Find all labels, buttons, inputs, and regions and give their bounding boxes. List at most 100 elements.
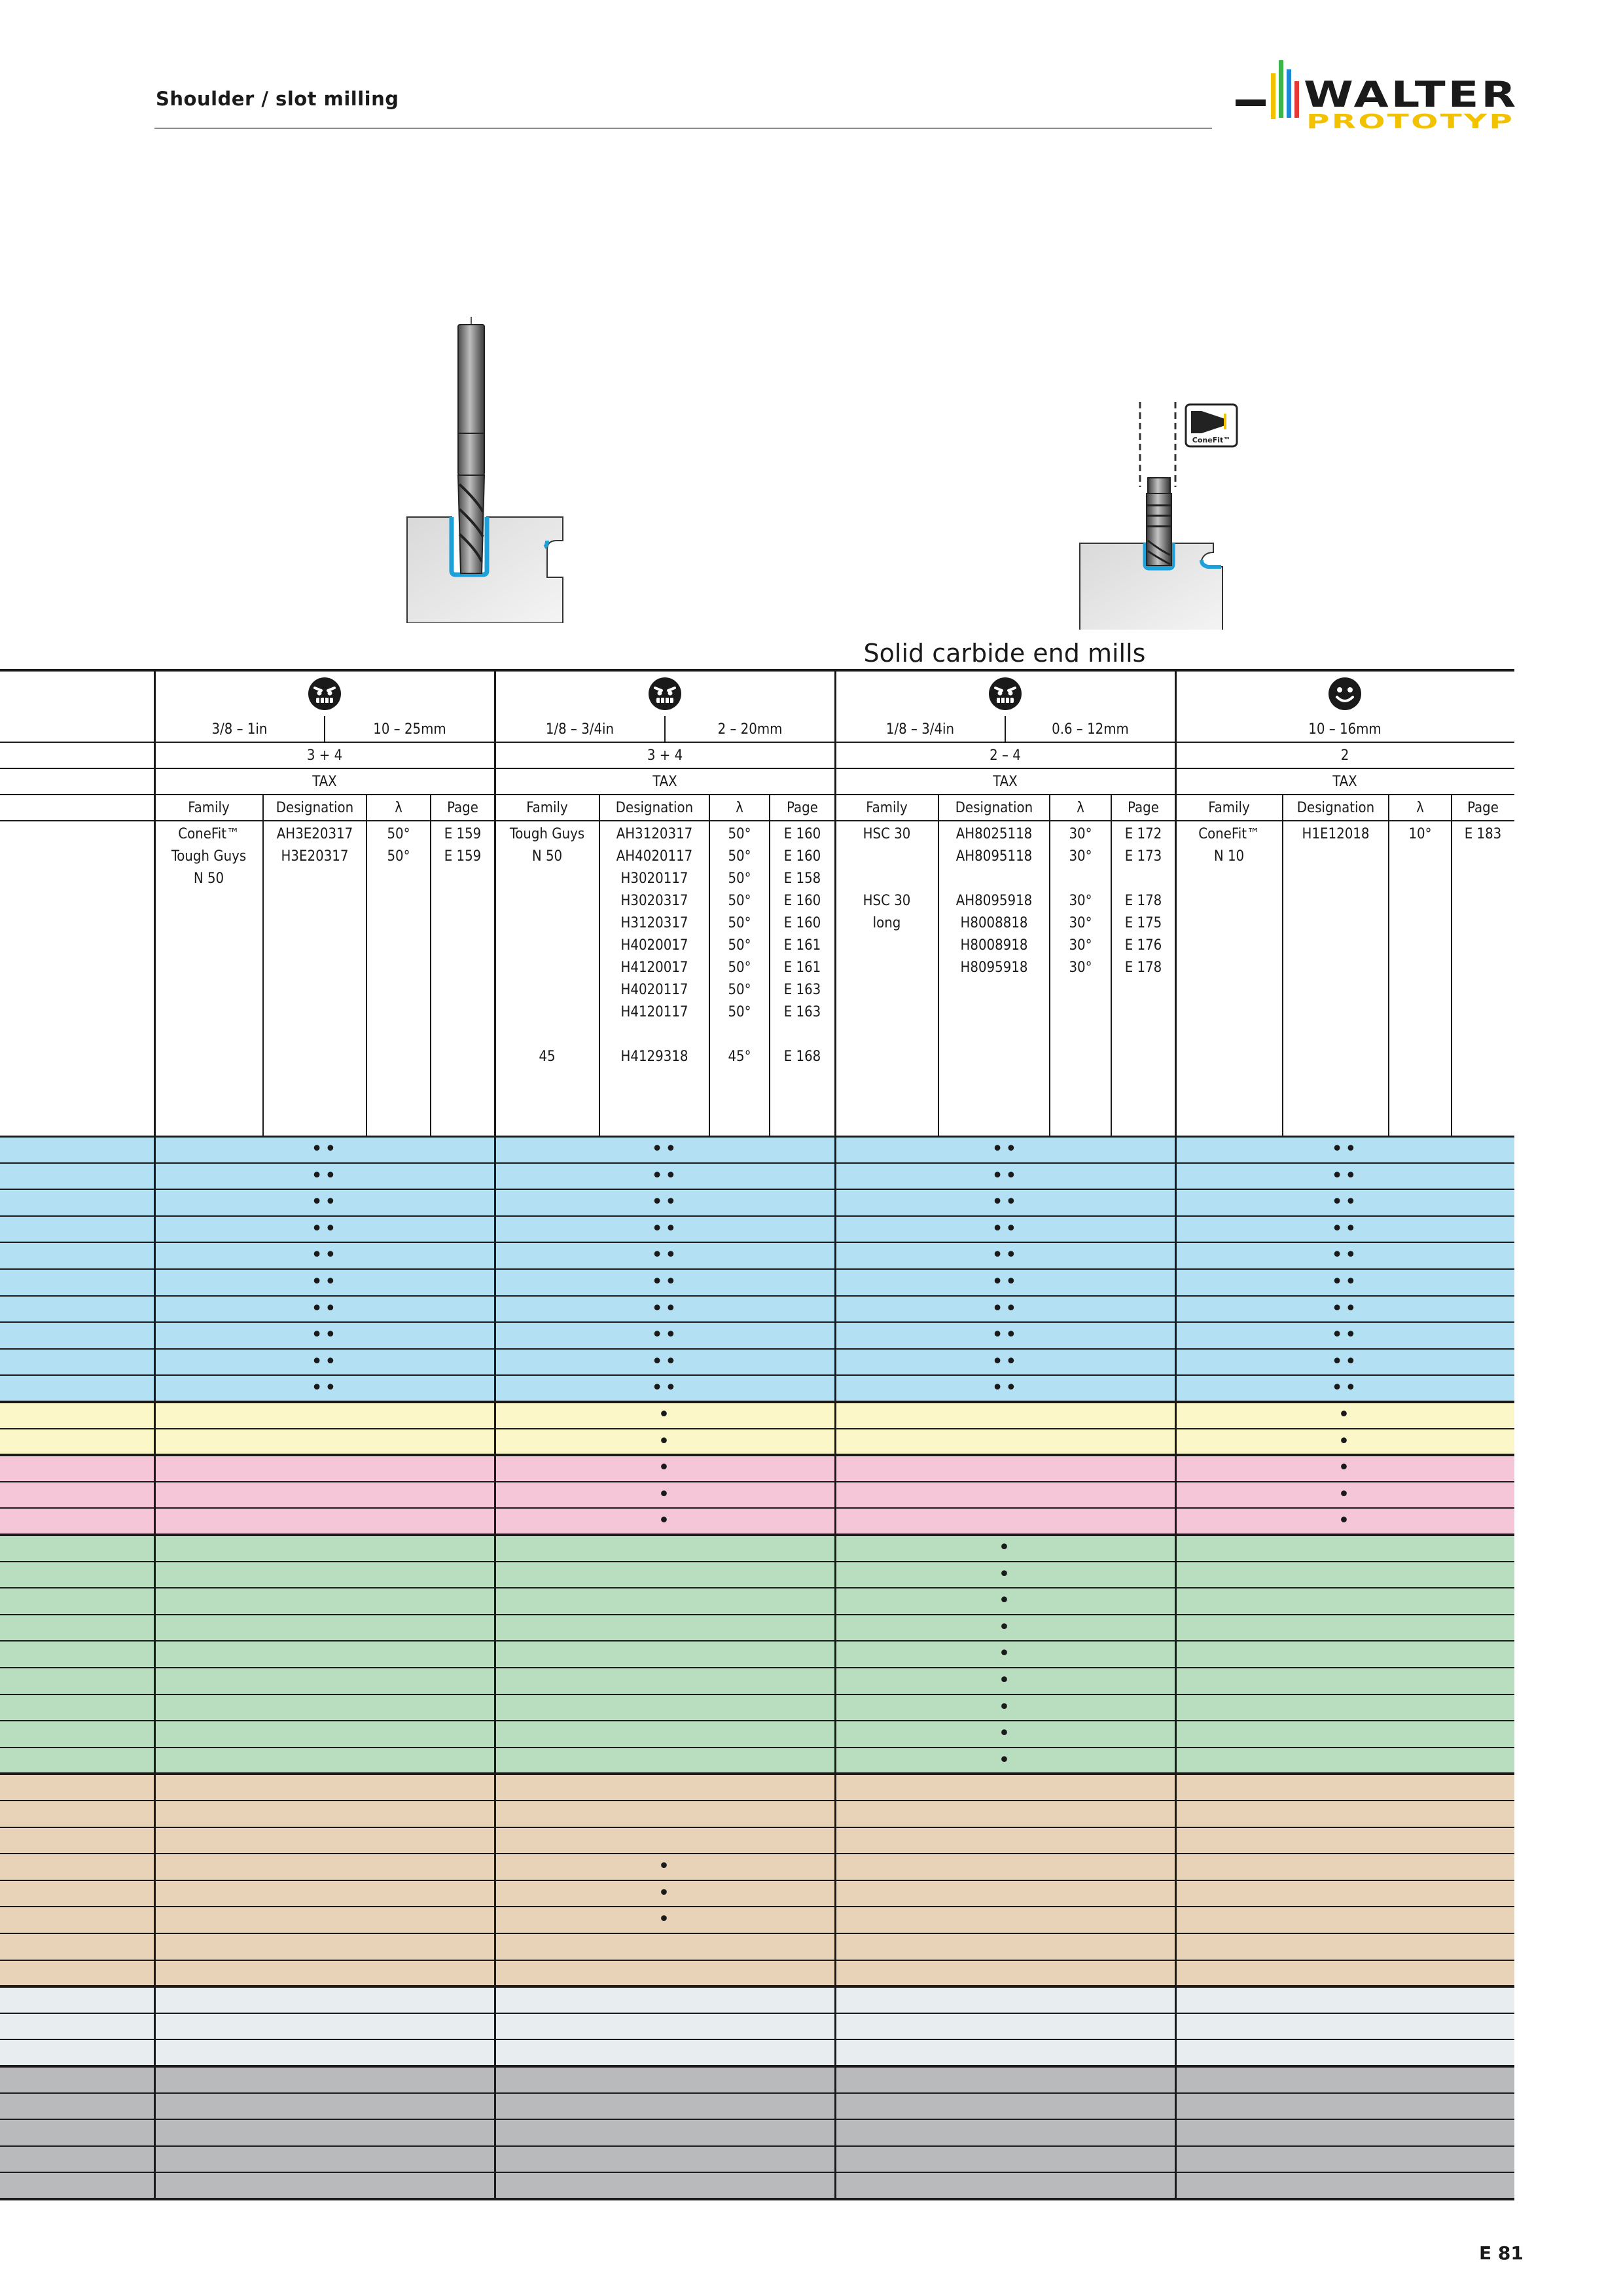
row-rule — [0, 1640, 1514, 1642]
material-row-band — [0, 1960, 1514, 1987]
logo-sub: PROTOTYP — [1306, 111, 1514, 134]
helix-angle-list: 30° 30° 30° 30° 30° 30° — [1069, 826, 1092, 976]
suitability-mark: •• — [991, 1350, 1019, 1373]
suitability-mark: • — [658, 1855, 672, 1878]
column-rule — [493, 670, 496, 2199]
designation-header: Designation — [1296, 800, 1375, 816]
material-row-band — [0, 2039, 1514, 2066]
suitability-mark: •• — [311, 1350, 338, 1373]
material-row-band — [0, 2013, 1514, 2040]
frown-face-icon — [649, 677, 681, 710]
row-rule — [0, 1933, 1514, 1934]
row-rule — [0, 1374, 1514, 1376]
suitability-mark: •• — [1331, 1191, 1359, 1214]
column-rule — [834, 670, 836, 2199]
suitability-mark: • — [1338, 1456, 1352, 1480]
row-rule — [0, 1906, 1514, 1908]
suitability-mark: • — [658, 1908, 672, 1931]
row-rule — [0, 1746, 1514, 1748]
suitability-mark: •• — [651, 1323, 679, 1347]
frown-face-icon — [989, 677, 1022, 710]
material-row-band — [0, 1801, 1514, 1827]
column-rule — [262, 795, 264, 1136]
suitability-mark: •• — [991, 1138, 1019, 1160]
helix-angle-header: λ — [1416, 800, 1424, 816]
material-row-band — [0, 1747, 1514, 1774]
material-row-band — [0, 1880, 1514, 1907]
material-row-band — [0, 1508, 1514, 1535]
page-reference-list: E 159 E 159 — [444, 826, 482, 865]
material-row-band — [0, 1774, 1514, 1801]
row-rule — [0, 1480, 1514, 1482]
material-row-band — [0, 2145, 1514, 2173]
suitability-mark: • — [658, 1429, 672, 1453]
column-rule — [366, 795, 367, 1136]
row-rule — [0, 2039, 1514, 2041]
suitability-mark: •• — [991, 1376, 1019, 1400]
material-row-band — [0, 1827, 1514, 1854]
suitability-mark: •• — [1331, 1244, 1359, 1267]
row-rule — [0, 1879, 1514, 1881]
suitability-mark: • — [998, 1562, 1012, 1586]
row-rule — [0, 1720, 1514, 1722]
column-rule — [430, 795, 431, 1136]
column-rule — [938, 795, 939, 1136]
column-rule — [1174, 670, 1177, 2199]
row-rule — [0, 1427, 1514, 1429]
suitability-mark: •• — [991, 1270, 1019, 1293]
diameter-range-mm: 10 – 25mm — [373, 721, 446, 738]
suitability-mark: •• — [991, 1191, 1019, 1214]
material-row-band — [0, 1694, 1514, 1721]
row-rule — [0, 1268, 1514, 1270]
material-row-band — [0, 1481, 1514, 1509]
family-list: ConeFit™ Tough Guys N 50 — [171, 826, 247, 887]
row-rule — [0, 669, 1514, 672]
column-rule — [709, 795, 710, 1136]
suitability-mark: •• — [991, 1323, 1019, 1347]
diameter-range-inch: 3/8 – 1in — [211, 721, 268, 738]
material-row-band — [0, 1535, 1514, 1562]
logo-brand: WALTER — [1304, 74, 1518, 115]
family-header: Family — [1208, 800, 1250, 816]
column-rule — [599, 795, 600, 1136]
material-row-band — [0, 1189, 1514, 1216]
helix-angle-list: 10° — [1408, 826, 1432, 842]
designation-list: AH3E20317 H3E20317 — [276, 826, 353, 865]
logo-bar-yellow — [1271, 73, 1275, 119]
logo-bar-blue — [1287, 69, 1291, 118]
suitability-mark: • — [998, 1748, 1012, 1772]
suitability-mark: •• — [1331, 1376, 1359, 1400]
material-row-band — [0, 1402, 1514, 1429]
row-rule — [0, 1959, 1514, 1961]
column-rule — [664, 716, 666, 742]
tool-type: TAX — [1332, 774, 1357, 790]
family-header: Family — [866, 800, 908, 816]
logo-bar-green — [1279, 60, 1283, 118]
suitability-mark: •• — [991, 1244, 1019, 1267]
suitability-mark: •• — [311, 1270, 338, 1293]
page-header: Page — [1128, 800, 1159, 816]
page-reference-list: E 172 E 173 E 178 E 175 E 176 E 178 — [1124, 826, 1162, 976]
suitability-mark: •• — [1331, 1217, 1359, 1240]
row-rule — [0, 2119, 1514, 2121]
material-row-band — [0, 2092, 1514, 2120]
suitability-mark: •• — [1331, 1297, 1359, 1320]
page-header: Page — [787, 800, 818, 816]
row-rule — [0, 1587, 1514, 1589]
row-rule — [0, 1693, 1514, 1695]
material-row-band — [0, 2172, 1514, 2199]
diameter-range-mm: 0.6 – 12mm — [1052, 721, 1129, 738]
suitability-mark: •• — [311, 1164, 338, 1187]
row-rule — [0, 2092, 1514, 2094]
suitability-mark: • — [658, 1456, 672, 1480]
suitability-mark: •• — [991, 1164, 1019, 1187]
row-rule — [0, 794, 1514, 795]
row-rule — [0, 1348, 1514, 1350]
family-list: ConeFit™ N 10 — [1198, 826, 1260, 865]
flute-count: 2 — [1340, 747, 1349, 764]
helix-angle-header: λ — [395, 800, 402, 816]
page-header: Page — [447, 800, 478, 816]
suitability-mark: •• — [311, 1244, 338, 1267]
material-row-band — [0, 1588, 1514, 1615]
